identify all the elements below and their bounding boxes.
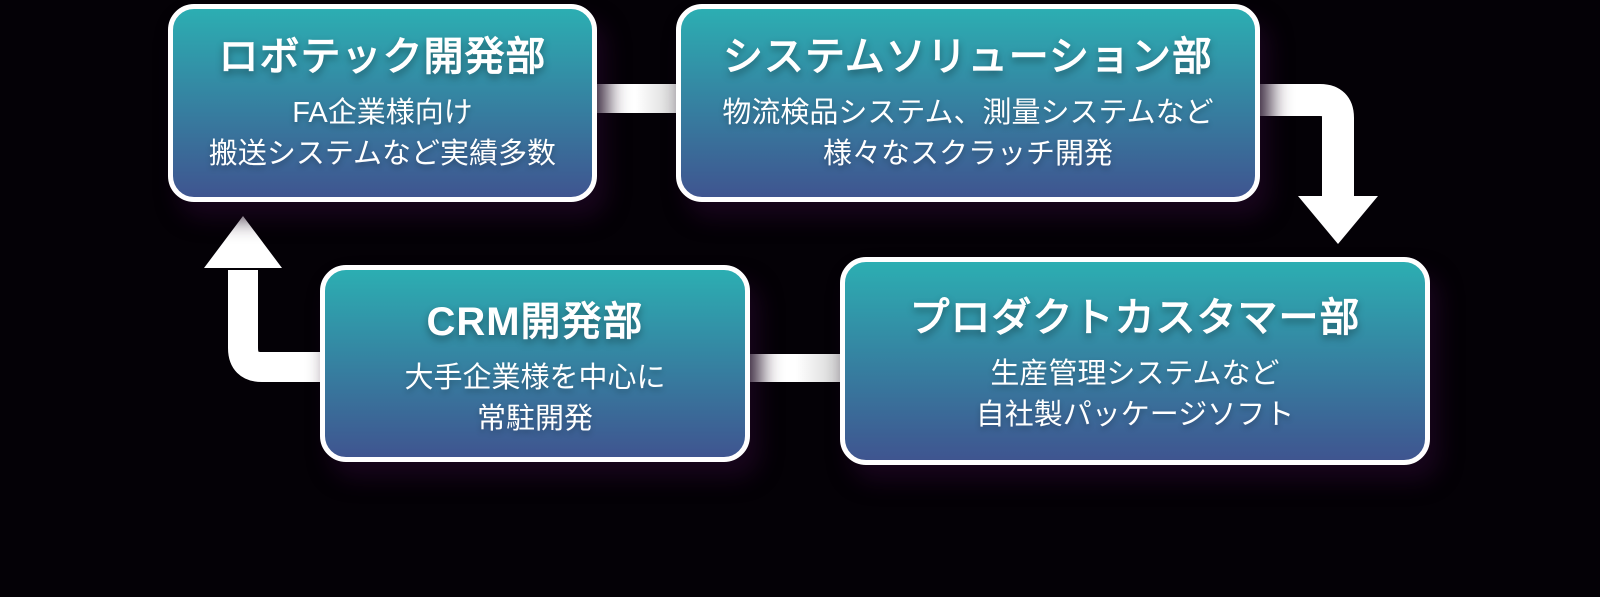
dept-title: ロボテック開発部 xyxy=(218,35,547,79)
dept-description-line: 常駐開発 xyxy=(476,403,593,436)
dept-description: FA企業様向け 搬送システムなど実績多数 xyxy=(209,93,556,175)
dept-description-line: 搬送システムなど実績多数 xyxy=(208,138,557,171)
dept-box-robotech: ロボテック開発部 FA企業様向け 搬送システムなど実績多数 xyxy=(168,4,597,202)
dept-description-line: FA企業様向け xyxy=(292,97,473,129)
connector-robotech-to-system xyxy=(580,84,692,113)
dept-description: 生産管理システムなど 自社製パッケージソフト xyxy=(976,354,1294,436)
dept-box-crm: CRM開発部 大手企業様を中心に 常駐開発 xyxy=(320,265,750,462)
dept-description-line: 大手企業様を中心に xyxy=(404,362,666,394)
dept-description-line: 生産管理システムなど xyxy=(990,358,1280,390)
dept-title: システムソリューション部 xyxy=(723,35,1213,79)
dept-description-line: 自社製パッケージソフト xyxy=(975,399,1295,432)
arrow-system-to-product-icon xyxy=(1248,84,1378,244)
dept-description: 物流検品システム、測量システムなど 様々なスクラッチ開発 xyxy=(722,93,1213,175)
dept-title: プロダクトカスタマー部 xyxy=(909,296,1361,340)
dept-description: 大手企業様を中心に 常駐開発 xyxy=(404,358,665,440)
connector-product-to-crm xyxy=(738,354,854,382)
dept-box-product-customer: プロダクトカスタマー部 生産管理システムなど 自社製パッケージソフト xyxy=(840,257,1430,465)
dept-title: CRM開発部 xyxy=(426,300,644,344)
dept-description-line: 様々なスクラッチ開発 xyxy=(822,138,1113,171)
dept-description-line: 物流検品システム、測量システムなど xyxy=(722,97,1214,129)
arrow-crm-to-robotech-icon xyxy=(204,216,342,382)
dept-box-system-solution: システムソリューション部 物流検品システム、測量システムなど 様々なスクラッチ開… xyxy=(676,4,1260,202)
